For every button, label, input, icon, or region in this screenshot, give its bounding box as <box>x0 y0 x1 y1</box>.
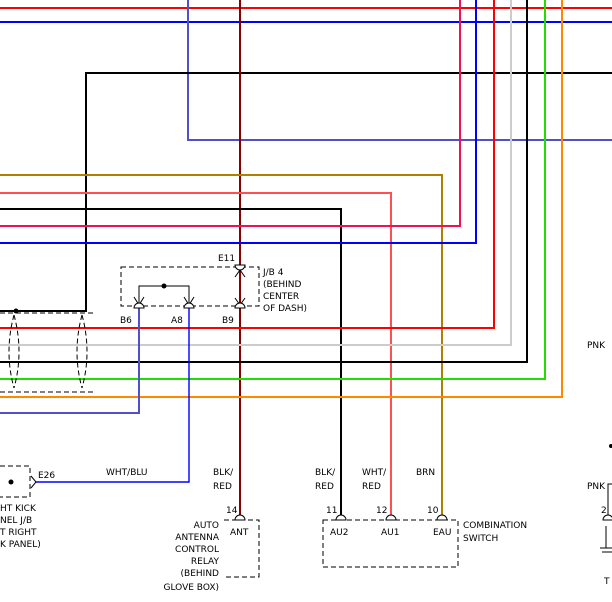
jb4-internal-splice <box>161 283 167 289</box>
label-brn: BRN <box>416 468 435 478</box>
switch-terminal-au2: AU2 <box>330 528 348 538</box>
wire-purple-b6 <box>0 308 140 414</box>
relay-label-1: AUTO <box>194 521 219 531</box>
jb4-location-2: CENTER <box>263 292 299 302</box>
jb4-pin-b6: B6 <box>120 316 132 326</box>
relay-pin: 14 <box>226 506 238 516</box>
wire-purple <box>187 0 612 141</box>
relay-label-2: ANTENNA <box>175 533 220 543</box>
label-pnk-1: PNK <box>587 341 606 351</box>
e26-label-2: NEL J/B <box>0 516 32 526</box>
wire-wht-blu <box>36 308 190 483</box>
combination-switch: 11 12 10 AU2 AU1 EAU COMBINATION SWITCH <box>322 506 527 568</box>
switch-terminal-eau: EAU <box>433 528 451 538</box>
e26-label-4: K PANEL) <box>0 540 41 550</box>
label-blk-red-antenna-1: BLK/ <box>213 468 234 478</box>
jb4-location-3: OF DASH) <box>263 304 307 314</box>
left-connector-e26: E26 HT KICK NEL J/B T RIGHT K PANEL) <box>0 465 55 550</box>
e26-id: E26 <box>38 471 55 481</box>
wire-gray <box>0 0 512 346</box>
wire-group <box>0 0 612 518</box>
label-blk-red-au2-1: BLK/ <box>315 468 336 478</box>
jb4-pin-a8: A8 <box>171 316 183 326</box>
jb4-connector-id: E11 <box>218 254 235 264</box>
switch-pin-eau: 10 <box>427 506 439 516</box>
e26-label-3: T RIGHT <box>0 528 37 538</box>
switch-pin-au1: 12 <box>376 506 387 516</box>
relay-label-6: GLOVE BOX) <box>164 583 220 593</box>
auto-antenna-control-relay: 14 ANT AUTO ANTENNA CONTROL RELAY (BEHIN… <box>164 506 260 593</box>
wire-blue-lower <box>0 0 477 244</box>
left-splice-connectors <box>0 308 95 393</box>
wire-black-au2 <box>0 208 342 518</box>
relay-terminal: ANT <box>230 528 249 538</box>
jb4-pin-b9: B9 <box>222 316 234 326</box>
label-blk-red-au2-2: RED <box>315 482 334 492</box>
label-blk-red-antenna-2: RED <box>213 482 232 492</box>
wire-black-lower <box>0 0 528 363</box>
label-pnk-2: PNK <box>587 482 606 492</box>
splice-dot <box>13 308 19 314</box>
wire-brown <box>0 174 443 518</box>
relay-label-3: CONTROL <box>175 545 219 555</box>
wire-pink <box>0 0 461 227</box>
label-wht-blu: WHT/BLU <box>106 468 148 478</box>
label-wht-red-2: RED <box>362 482 381 492</box>
switch-label-1: COMBINATION <box>463 521 527 531</box>
relay-label-4: RELAY <box>191 557 220 567</box>
right-pin: 2 <box>601 506 607 516</box>
wire-light-red <box>0 192 392 518</box>
right-fragment: T <box>603 577 610 587</box>
jb4-name: J/B 4 <box>262 268 284 278</box>
wire-green <box>0 0 546 380</box>
wire-red-lower <box>0 0 495 329</box>
e26-label-1: HT KICK <box>0 504 37 514</box>
switch-terminal-au1: AU1 <box>381 528 399 538</box>
jb4-location-1: (BEHIND <box>263 280 302 290</box>
switch-pin-au2: 11 <box>326 506 337 516</box>
wire-labels: WHT/BLU BLK/ RED BLK/ RED WHT/ RED BRN P… <box>106 341 606 492</box>
right-edge-component: 2 T <box>600 444 612 587</box>
junction-block-jb4: E11 J/B 4 (BEHIND CENTER OF DASH) B6 A8 … <box>120 254 307 326</box>
label-wht-red-1: WHT/ <box>362 468 387 478</box>
wire-orange <box>0 0 563 398</box>
relay-label-5: (BEHIND <box>181 569 220 579</box>
switch-label-2: SWITCH <box>463 534 498 544</box>
